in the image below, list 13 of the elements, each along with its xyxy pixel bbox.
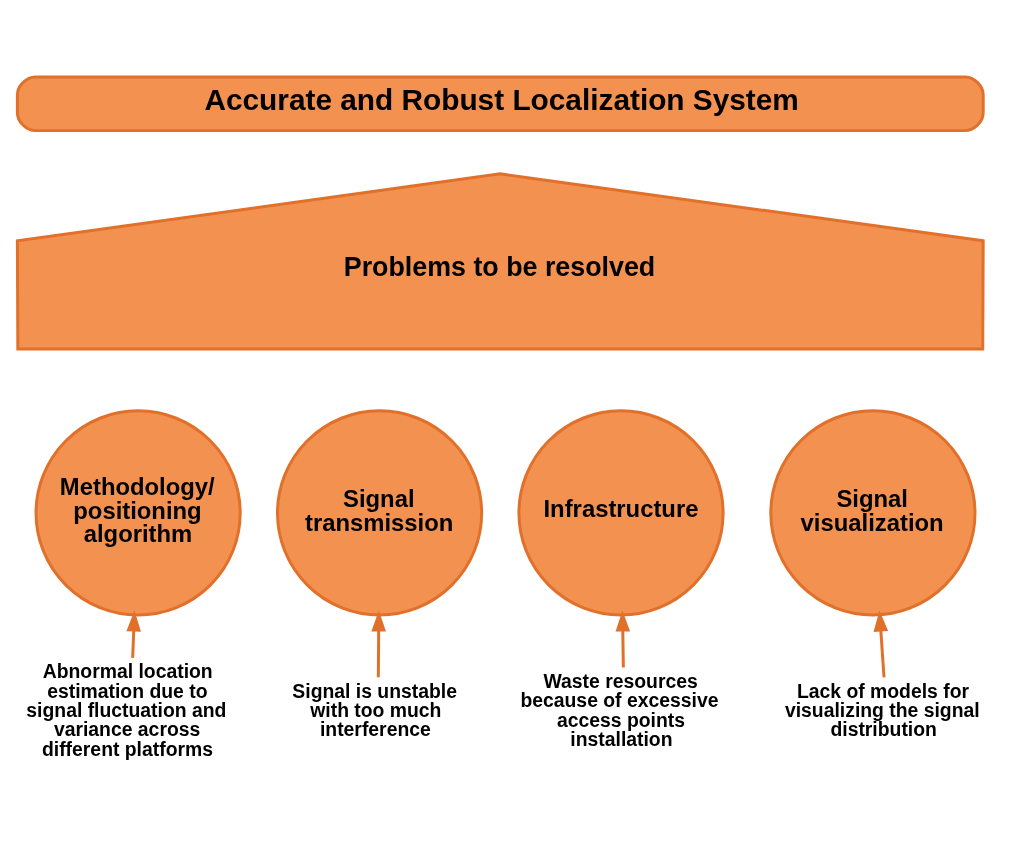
arrow: [126, 610, 141, 658]
node-circle: Methodology/ positioning algorithm: [34, 408, 242, 616]
arrow: [371, 610, 386, 677]
node-circle: Signal visualization: [769, 408, 977, 616]
node-text: Lack of models for visualizing the signal distribution: [784, 679, 980, 740]
arrow: [615, 610, 631, 667]
node-text: Waste resources because of excessive access points installation: [520, 669, 719, 750]
node-box: Accurate and Robust Localization System: [15, 74, 985, 132]
arrow: [873, 610, 889, 677]
node-text: Abnormal location estimation due to signal fluctuation and variance across different platforms: [26, 659, 227, 760]
node-circle: Infrastructure: [517, 408, 725, 616]
node-circle: Signal transmission: [276, 408, 484, 616]
node-text: Signal is unstable with too much interference: [292, 679, 457, 740]
